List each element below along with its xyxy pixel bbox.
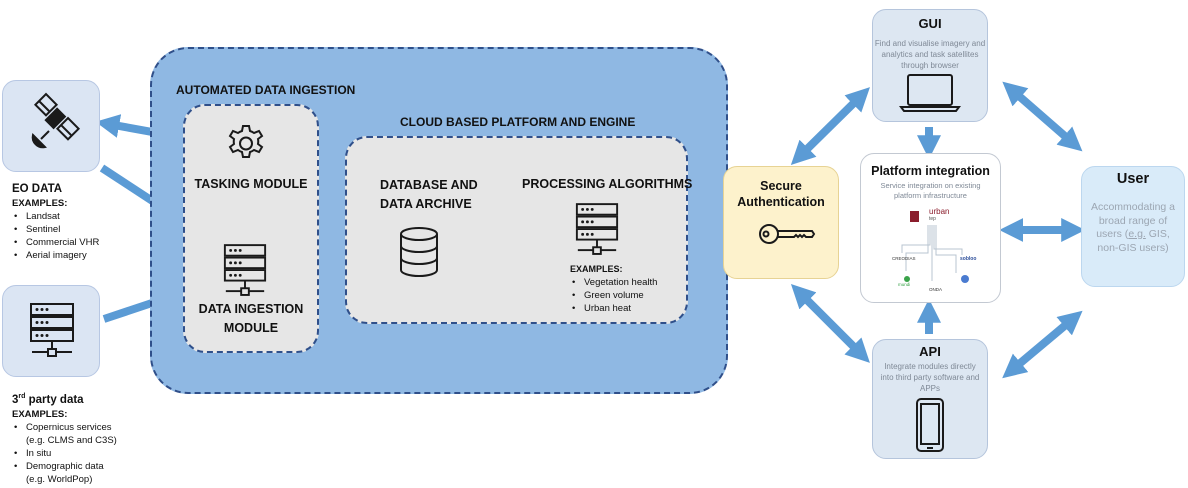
gear-icon (228, 125, 264, 158)
secure-authentication-title: Secure Authentication (737, 179, 825, 209)
satellite-icon (31, 92, 81, 149)
list-item: Landsat (12, 210, 152, 223)
database-icon (400, 227, 438, 277)
urban-tep-logo: urban tep (929, 207, 950, 223)
tasking-module-label: TASKING MODULE (194, 177, 308, 191)
phone-icon (916, 398, 944, 452)
gui-box (872, 9, 988, 122)
integration-logos-graphic (901, 211, 969, 283)
processing-algorithms-label: PROCESSING ALGORITHMS (522, 177, 693, 191)
key-icon (759, 224, 816, 244)
gui-title: GUI (918, 16, 942, 31)
list-item: Commercial VHR (12, 236, 152, 249)
eo-data-box (2, 80, 100, 172)
server-icon (30, 303, 74, 357)
user-box (1081, 166, 1185, 287)
api-description: Integrate modules directly into third pa… (880, 362, 980, 393)
server-icon (575, 203, 619, 255)
mundi-logo: mundi (898, 282, 911, 287)
eo-examples-label: EXAMPLES: (12, 198, 68, 209)
list-item: Demographic data (e.g. WorldPop) (12, 460, 124, 486)
processing-examples-list: Vegetation health Green volume Urban hea… (570, 276, 680, 315)
arrow-api-user (1002, 310, 1083, 379)
list-item: Vegetation health (570, 276, 680, 289)
sobloo-logo: sobloo (960, 256, 977, 262)
list-item: Sentinel (12, 223, 152, 236)
data-ingestion-module-label: DATA INGESTION MODULE (198, 302, 304, 335)
creodias-logo: CREODIAS (892, 256, 916, 261)
list-item: Green volume (570, 289, 680, 302)
api-title: API (919, 344, 941, 359)
database-label: DATABASE AND DATA ARCHIVE (380, 178, 478, 211)
onda-logo: ONDA (929, 287, 943, 292)
arrow-auth-api (790, 283, 870, 363)
third-party-text: 3rd party data EXAMPLES: Copernicus serv… (12, 389, 152, 486)
processing-examples: EXAMPLES: Vegetation health Green volume… (570, 263, 680, 315)
eo-examples-list: Landsat Sentinel Commercial VHR Aerial i… (12, 210, 152, 262)
gui-description: Find and visualise imagery and analytics… (874, 39, 986, 70)
eo-data-text: EO DATA EXAMPLES: Landsat Sentinel Comme… (12, 182, 152, 262)
list-item: Urban heat (570, 302, 680, 315)
processing-examples-label: EXAMPLES: (570, 264, 623, 274)
eo-data-title: EO DATA (12, 183, 63, 195)
list-item: Aerial imagery (12, 249, 152, 262)
third-party-examples-label: EXAMPLES: (12, 408, 68, 420)
list-item: In situ (12, 447, 124, 460)
automated-ingestion-title: AUTOMATED DATA INGESTION (176, 83, 356, 97)
platform-integration-description: Service integration on existing platform… (880, 181, 981, 200)
arrow-auth-gui (790, 87, 870, 165)
third-party-examples-list: Copernicus services (e.g. CLMS and C3S) … (12, 421, 124, 486)
third-party-title: 3rd party data (12, 393, 84, 406)
list-item: Copernicus services (e.g. CLMS and C3S) (12, 421, 124, 447)
platform-integration-title: Platform integration (871, 164, 990, 178)
arrow-gui-user (1002, 81, 1083, 152)
third-party-box (2, 285, 100, 377)
user-title: User (1116, 171, 1150, 187)
server-icon (223, 244, 267, 296)
secure-authentication-box (723, 166, 839, 279)
laptop-icon (899, 74, 961, 112)
cloud-platform-title: CLOUD BASED PLATFORM AND ENGINE (400, 115, 636, 129)
user-description: Accommodating a broad range of users (e.… (1090, 201, 1176, 254)
